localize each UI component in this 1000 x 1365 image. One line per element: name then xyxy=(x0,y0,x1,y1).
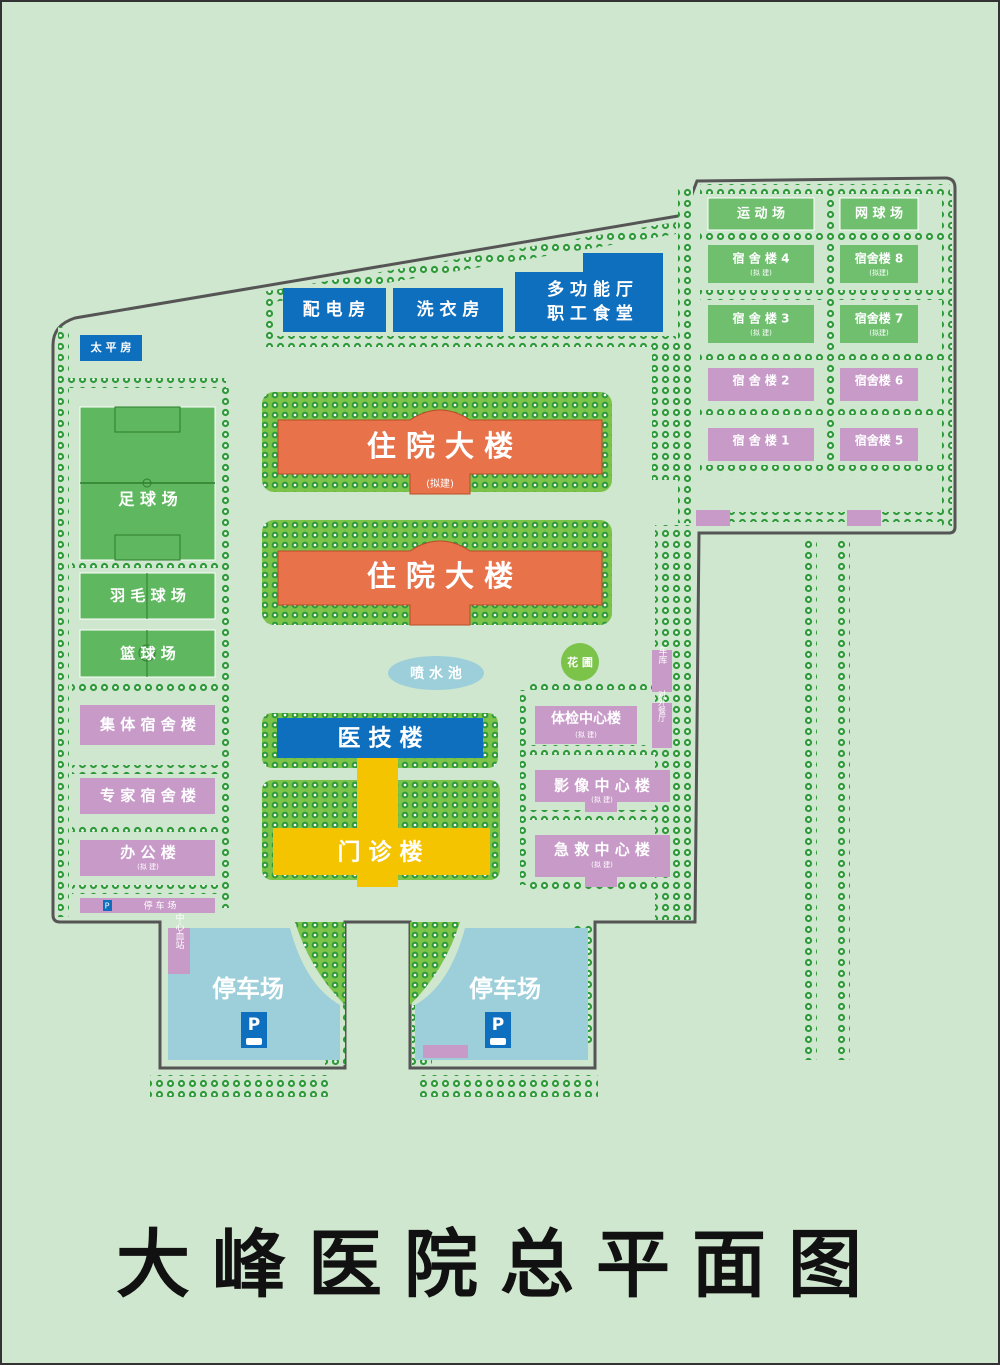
ward-building-new[interactable]: 住 院 大 楼 (拟建) xyxy=(277,409,603,495)
yundong-field[interactable]: 运 动 场 xyxy=(707,197,815,231)
garage[interactable]: 车库 xyxy=(652,645,672,692)
tennis-label: 网 球 场 xyxy=(855,206,903,222)
emergency-building[interactable]: 急 救 中 心 楼 (拟 建) xyxy=(535,835,670,887)
peidian-room[interactable]: 配 电 房 xyxy=(283,288,386,332)
tijian-label: 体检中心楼 xyxy=(551,710,621,727)
gate-left xyxy=(696,510,730,526)
garden-label: 花 圃 xyxy=(567,655,593,669)
dorm-8[interactable]: 宿舍楼 8 (拟建) xyxy=(840,245,918,283)
dorm-4[interactable]: 宿 舍 楼 4 (拟 建) xyxy=(708,245,814,283)
emergency-note: (拟 建) xyxy=(591,860,613,869)
small-parking-p: P xyxy=(105,902,110,911)
restaurant-label: 对外餐厅 xyxy=(658,689,667,722)
duogongneng-label: 多 功 能 厅 xyxy=(547,279,633,300)
peidian-label: 配 电 房 xyxy=(303,299,366,320)
yiji-label: 医 技 楼 xyxy=(337,726,422,752)
ward-building[interactable]: 住 院 大 楼 xyxy=(277,540,603,626)
basketball-court[interactable]: 篮 球 场 xyxy=(79,629,216,678)
tree-belts xyxy=(58,184,952,1097)
basketball-label: 篮 球 场 xyxy=(119,645,175,663)
laundry-room[interactable]: 洗 衣 房 xyxy=(393,288,503,332)
parking-left-p: P xyxy=(248,1015,260,1035)
outpatient-building[interactable]: 门 诊 楼 xyxy=(273,758,490,887)
office-building[interactable]: 办 公 楼 (拟 建) xyxy=(80,840,215,876)
office-note: (拟 建) xyxy=(137,862,159,871)
small-parking-label: 停 车 场 xyxy=(144,900,177,912)
fountain-label: 喷 水 池 xyxy=(410,665,462,682)
imaging-building[interactable]: 影 像 中 心 楼 (拟 建) xyxy=(535,770,670,812)
dorm-4-note: (拟 建) xyxy=(750,268,772,277)
office-label: 办 公 楼 xyxy=(120,844,175,862)
collective-dorm[interactable]: 集 体 宿 舍 楼 xyxy=(80,705,215,745)
tijian-note: (拟 建) xyxy=(575,730,597,739)
parking-lot-right[interactable]: 停车场 P xyxy=(415,928,588,1060)
dorm-8-note: (拟建) xyxy=(869,268,889,277)
football-field[interactable]: 足 球 场 xyxy=(79,406,216,561)
parking-right-p: P xyxy=(492,1015,504,1035)
restaurant[interactable]: 对外餐厅 xyxy=(652,689,672,748)
dorm-7-label: 宿舍楼 7 xyxy=(855,311,904,326)
flower-garden[interactable]: 花 圃 xyxy=(561,643,599,681)
dorm-2[interactable]: 宿 舍 楼 2 xyxy=(708,368,814,401)
dorm-6-label: 宿舍楼 6 xyxy=(855,373,904,388)
dorm-3-note: (拟 建) xyxy=(750,328,772,337)
yiji-building[interactable]: 医 技 楼 xyxy=(277,718,483,758)
ward-new-note: (拟建) xyxy=(426,477,454,490)
emergency-label: 急 救 中 心 楼 xyxy=(554,841,650,859)
dorm-5[interactable]: 宿舍楼 5 xyxy=(840,428,918,461)
imaging-note: (拟 建) xyxy=(591,795,613,804)
tijian-building[interactable]: 体检中心楼 (拟 建) xyxy=(535,706,637,744)
imaging-label: 影 像 中 心 楼 xyxy=(554,777,650,795)
parking-left-label: 停车场 xyxy=(212,975,284,1003)
outpatient-label: 门 诊 楼 xyxy=(337,839,422,866)
small-parking[interactable]: P 停 车 场 xyxy=(80,898,215,913)
dorm-3-label: 宿 舍 楼 3 xyxy=(733,311,790,326)
laundry-label: 洗 衣 房 xyxy=(417,299,480,320)
ward-new-label: 住 院 大 楼 xyxy=(367,429,513,463)
dorm-7-note: (拟建) xyxy=(869,328,889,337)
canteen-label: 职 工 食 堂 xyxy=(547,303,633,324)
ward-label: 住 院 大 楼 xyxy=(367,559,513,593)
expert-dorm[interactable]: 专 家 宿 舍 楼 xyxy=(80,778,215,814)
page-title: 大峰医院总平面图 xyxy=(116,1222,884,1308)
dorm-1[interactable]: 宿 舍 楼 1 xyxy=(708,428,814,461)
yundong-label: 运 动 场 xyxy=(737,207,785,222)
tennis-court[interactable]: 网 球 场 xyxy=(839,197,919,231)
dorm-6[interactable]: 宿舍楼 6 xyxy=(840,368,918,401)
dorm-5-label: 宿舍楼 5 xyxy=(855,433,904,448)
fountain[interactable]: 喷 水 池 xyxy=(388,656,484,690)
dorm-1-label: 宿 舍 楼 1 xyxy=(733,433,790,448)
football-label: 足 球 场 xyxy=(118,490,177,509)
blood-station-label: 中心血站 xyxy=(174,912,185,950)
dorm-8-label: 宿舍楼 8 xyxy=(855,251,904,266)
parking-right-label: 停车场 xyxy=(469,975,541,1003)
gate-right xyxy=(847,510,881,526)
dorm-7[interactable]: 宿舍楼 7 (拟建) xyxy=(840,305,918,343)
canteen-building[interactable]: 多 功 能 厅 职 工 食 堂 xyxy=(515,253,663,332)
expert-dorm-label: 专 家 宿 舍 楼 xyxy=(100,787,196,805)
badminton-label: 羽 毛 球 场 xyxy=(110,587,186,605)
badminton-court[interactable]: 羽 毛 球 场 xyxy=(79,572,216,620)
garage-label: 车库 xyxy=(657,645,668,665)
dorm-4-label: 宿 舍 楼 4 xyxy=(733,251,790,266)
taiping-label: 太 平 房 xyxy=(90,340,132,354)
parking-lot-left[interactable]: 中心血站 停车场 P xyxy=(168,912,340,1060)
collective-dorm-label: 集 体 宿 舍 楼 xyxy=(99,716,196,734)
dorm-3[interactable]: 宿 舍 楼 3 (拟 建) xyxy=(708,305,814,343)
taiping-room[interactable]: 太 平 房 xyxy=(80,335,142,361)
dorm-2-label: 宿 舍 楼 2 xyxy=(733,373,790,388)
